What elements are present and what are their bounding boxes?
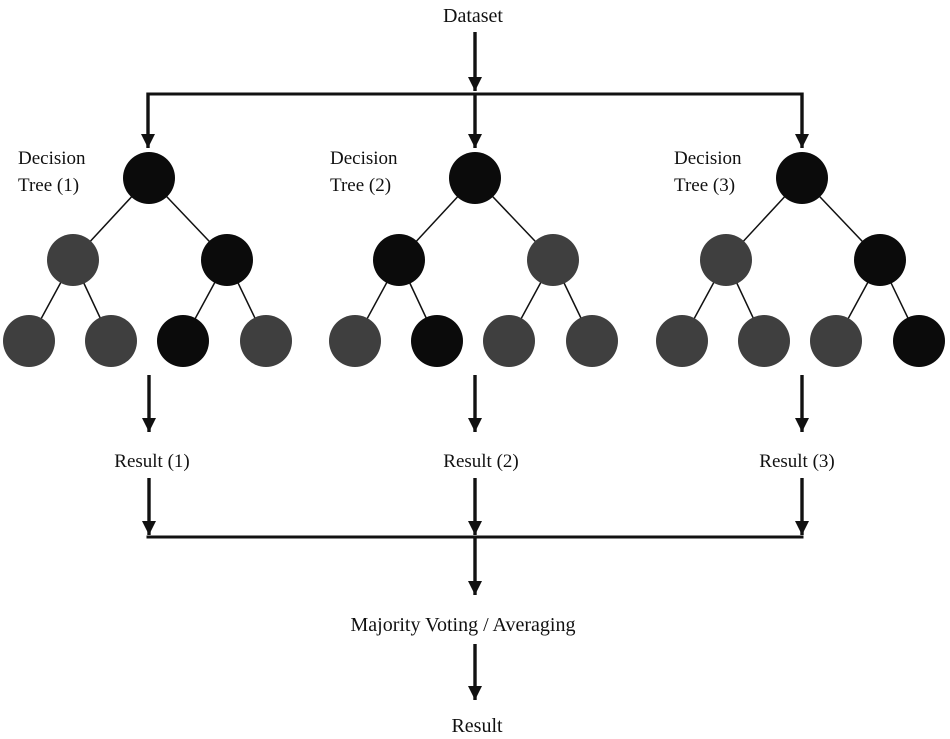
tree-3-result-label: Result (3)	[759, 451, 834, 472]
tree-3-leaf-node-3	[810, 315, 862, 367]
tree-1-label: Decision Tree (1)	[18, 148, 86, 196]
tree-1-internal-node-right	[201, 234, 253, 286]
tree-1-internal-node-left	[47, 234, 99, 286]
tree-1-leaf-node-4	[240, 315, 292, 367]
final-result-label: Result	[451, 715, 503, 737]
tree-3	[656, 152, 945, 367]
tree-1-leaf-node-3	[157, 315, 209, 367]
tree-2-result-label: Result (2)	[443, 451, 518, 472]
tree-2-internal-node-left	[373, 234, 425, 286]
tree-2-label-line1: Decision	[330, 148, 398, 169]
voting-label: Majority Voting / Averaging	[351, 614, 576, 636]
tree-3-label-line2: Tree (3)	[674, 175, 735, 196]
tree-3-leaf-node-2	[738, 315, 790, 367]
tree-3-root-node	[776, 152, 828, 204]
tree-1-label-line2: Tree (1)	[18, 175, 79, 196]
tree-3-internal-node-right	[854, 234, 906, 286]
tree-2-leaf-node-1	[329, 315, 381, 367]
tree-3-leaf-node-4	[893, 315, 945, 367]
tree-1-result-label: Result (1)	[114, 451, 189, 472]
tree-3-label-line1: Decision	[674, 148, 742, 169]
tree-2-leaf-node-3	[483, 315, 535, 367]
tree-3-label: Decision Tree (3)	[674, 148, 742, 196]
tree-2-internal-node-right	[527, 234, 579, 286]
tree-2-label: Decision Tree (2)	[330, 148, 398, 196]
tree-2-root-node	[449, 152, 501, 204]
tree-3-leaf-node-1	[656, 315, 708, 367]
tree-1-label-line1: Decision	[18, 148, 86, 169]
tree-1	[3, 152, 292, 367]
dataset-label: Dataset	[443, 5, 503, 27]
tree-1-leaf-node-1	[3, 315, 55, 367]
tree-1-root-node	[123, 152, 175, 204]
tree-3-internal-node-left	[700, 234, 752, 286]
tree-2-leaf-node-2	[411, 315, 463, 367]
tree-2-label-line2: Tree (2)	[330, 175, 391, 196]
tree-1-leaf-node-2	[85, 315, 137, 367]
tree-2-leaf-node-4	[566, 315, 618, 367]
tree-2	[329, 152, 618, 367]
